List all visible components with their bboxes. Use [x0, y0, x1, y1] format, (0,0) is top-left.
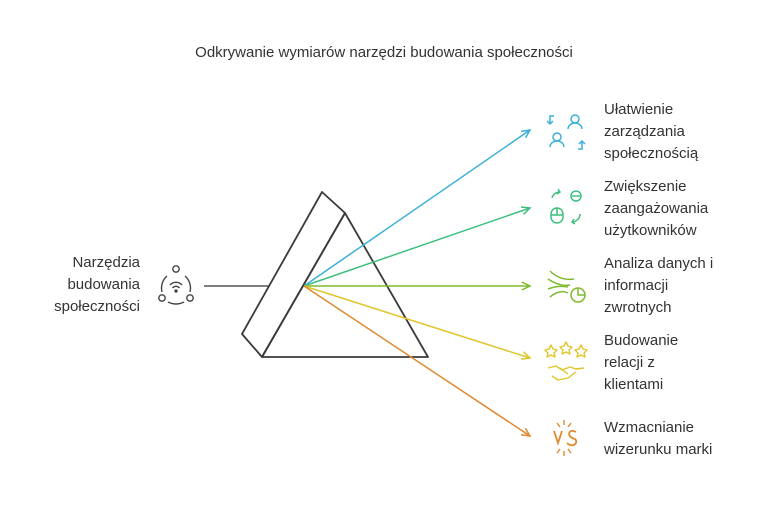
- engagement-icon: [550, 188, 582, 225]
- ray-relations-arrowhead: [520, 351, 532, 361]
- source-label-line: budowania: [67, 276, 140, 293]
- output-label-line: społecznością: [604, 145, 699, 162]
- output-label-line: Wzmacnianie: [604, 419, 695, 436]
- output-label-line: Ułatwienie: [604, 101, 674, 118]
- ray-management-arrowhead: [520, 129, 532, 139]
- rays-outer-group: [303, 129, 532, 437]
- output-label-line: zarządzania: [604, 123, 685, 140]
- output-label-line: użytkowników: [604, 222, 697, 239]
- diagram-title: Odkrywanie wymiarów narzędzi budowania s…: [195, 44, 573, 61]
- handshake-stars-icon: [544, 341, 588, 381]
- output-label-line: relacji z: [604, 354, 655, 371]
- output-label-line: Analiza danych i: [604, 255, 714, 272]
- output-label-brand: Wzmacnianie wizerunku marki: [604, 417, 764, 461]
- vs-brand-icon: [553, 420, 578, 456]
- source-label-line: społeczności: [54, 298, 140, 315]
- output-label-management: Ułatwienie zarządzania społecznością: [604, 99, 764, 165]
- ray-analysis-arrowhead: [521, 281, 532, 291]
- ray-management: [303, 129, 531, 287]
- output-label-engagement: Zwiększenie zaangażowania użytkowników: [604, 176, 764, 242]
- ray-brand: [303, 285, 531, 437]
- ray-engagement: [303, 207, 531, 287]
- output-label-line: Budowanie: [604, 332, 679, 349]
- user-exchange-icon: [546, 114, 586, 150]
- source-label: Narzędzia budowania społeczności: [28, 252, 140, 318]
- output-label-line: Zwiększenie: [604, 178, 687, 195]
- output-label-line: wizerunku marki: [604, 441, 713, 458]
- output-label-line: klientami: [604, 376, 664, 393]
- data-analysis-icon: [547, 270, 586, 303]
- ray-engagement-arrowhead: [520, 206, 532, 215]
- output-label-relations: Budowanie relacji z klientami: [604, 330, 764, 396]
- community-network-icon: [158, 265, 194, 305]
- output-label-analysis: Analiza danych i informacji zwrotnych: [604, 253, 764, 319]
- ray-brand-arrowhead: [520, 427, 532, 437]
- output-label-line: zwrotnych: [604, 299, 672, 316]
- prism: [241, 191, 429, 358]
- output-label-line: zaangażowania: [604, 200, 709, 217]
- output-label-line: informacji: [604, 277, 669, 294]
- source-label-line: Narzędzia: [72, 254, 140, 271]
- ray-relations: [303, 285, 531, 359]
